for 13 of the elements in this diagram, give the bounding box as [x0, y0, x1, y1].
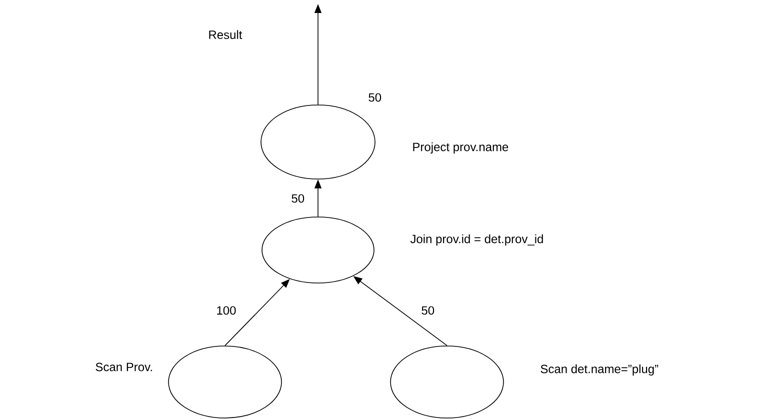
- operator-label: Scan det.name=”plug”: [540, 364, 658, 376]
- operator-ellipse: [260, 104, 376, 180]
- operator-label: Project prov.name: [413, 142, 508, 154]
- operator-label: Join prov.id = det.prov_id: [410, 234, 543, 246]
- operator-ellipse: [168, 346, 282, 418]
- operator-ellipse: [390, 346, 504, 418]
- operator-label: Scan Prov.: [96, 362, 152, 372]
- edge-label: 100: [215, 305, 238, 316]
- edge-label: 50: [420, 305, 436, 316]
- operator-ellipse: [262, 216, 374, 284]
- edge-label: 50: [290, 193, 306, 204]
- result-label: Result: [209, 30, 242, 39]
- edge-label: 50: [367, 92, 383, 103]
